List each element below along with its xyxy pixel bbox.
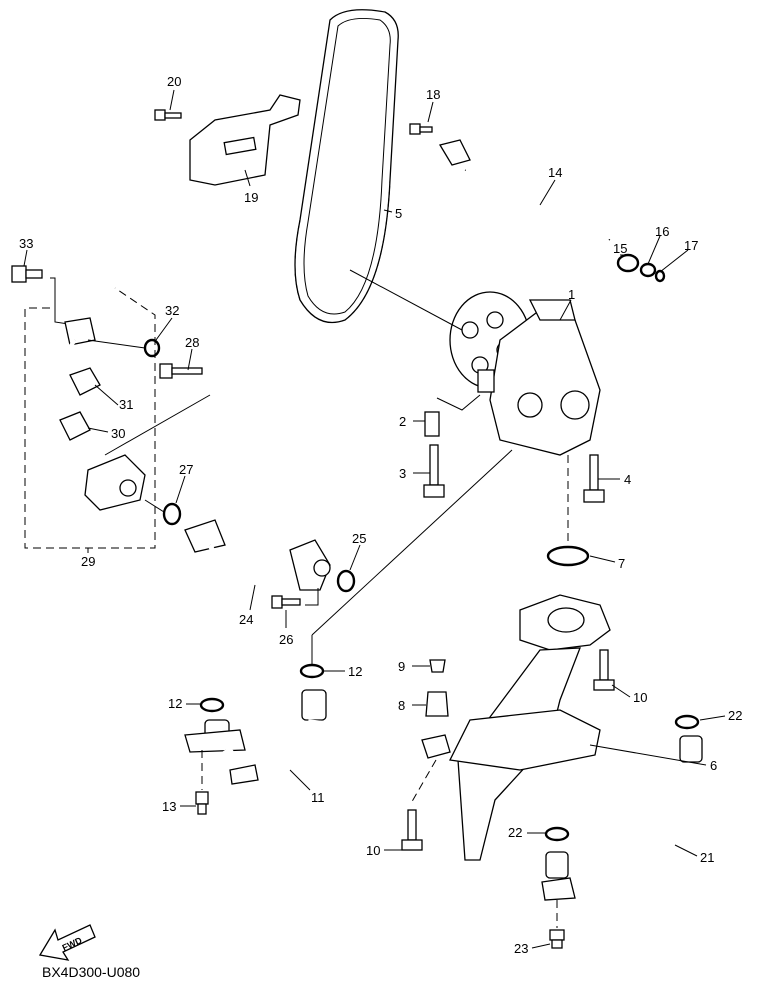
callout-33: 33 (19, 236, 33, 251)
bolt-13 (195, 791, 209, 815)
callout-18: 18 (426, 87, 440, 102)
dowel-pin (424, 411, 440, 437)
callout-6: 6 (710, 758, 717, 773)
damper-8 (425, 691, 449, 717)
callout-7: 7 (618, 556, 625, 571)
callout-27: 27 (179, 462, 193, 477)
oil-pipe-29 (53, 317, 146, 511)
o-ring-32 (143, 338, 161, 358)
clamp-30 (59, 411, 91, 441)
callout-10b: 10 (366, 843, 380, 858)
callout-22b: 22 (508, 825, 522, 840)
callouts: 1 2 3 4 5 6 7 8 9 10 10 11 12 12 13 14 1… (19, 74, 742, 956)
callout-11: 11 (311, 790, 325, 805)
bolt-10a (593, 649, 615, 691)
diagram-code: BX4D300-U080 (42, 964, 140, 980)
callout-5: 5 (395, 206, 402, 221)
callout-28: 28 (185, 335, 199, 350)
bolt-3 (423, 444, 445, 498)
callout-14: 14 (548, 165, 562, 180)
o-ring-17 (654, 269, 666, 283)
bolt-26 (271, 595, 301, 609)
callout-25: 25 (352, 531, 366, 546)
callout-12b: 12 (168, 696, 182, 711)
callout-12a: 12 (348, 664, 362, 679)
o-ring-15 (616, 253, 640, 273)
callout-26: 26 (279, 632, 293, 647)
o-ring-22a (674, 714, 700, 730)
grommet-9 (429, 659, 446, 673)
o-ring-22b (544, 826, 570, 842)
callout-16: 16 (655, 224, 669, 239)
oil-pipe-24 (184, 519, 331, 591)
callout-22a: 22 (728, 708, 742, 723)
oil-pipe-21 (541, 735, 703, 901)
leader-dowel (436, 394, 481, 411)
bolt-28 (159, 363, 203, 379)
clamp-31 (69, 367, 101, 396)
oil-pipe-11 (184, 689, 327, 789)
o-ring-12a (299, 663, 325, 679)
leader-chain-pump (349, 269, 463, 331)
callout-2: 2 (399, 414, 406, 429)
bracket (189, 94, 301, 186)
o-ring-27 (162, 502, 182, 526)
callout-10a: 10 (633, 690, 647, 705)
callout-15: 15 (613, 241, 627, 256)
group-29-outline (24, 287, 156, 549)
fwd-arrow-icon: FWD (38, 924, 96, 961)
callout-17: 17 (684, 238, 698, 253)
callout-30: 30 (111, 426, 125, 441)
callout-23: 23 (514, 941, 528, 956)
oil-strainer (421, 594, 611, 861)
callout-13: 13 (162, 799, 176, 814)
o-ring-25 (336, 569, 356, 593)
bolt-10b (401, 809, 423, 851)
callout-8: 8 (398, 698, 405, 713)
callout-20: 20 (167, 74, 181, 89)
callout-32: 32 (165, 303, 179, 318)
leader-lines (23, 89, 726, 949)
oil-rod (409, 123, 611, 241)
cam-chain (294, 9, 399, 324)
o-ring-12b (199, 697, 225, 713)
o-ring-16 (639, 262, 657, 278)
callout-4: 4 (624, 472, 631, 487)
callout-3: 3 (399, 466, 406, 481)
callout-19: 19 (244, 190, 258, 205)
callout-29: 29 (81, 554, 95, 569)
bolt-33 (11, 265, 43, 283)
callout-31: 31 (119, 397, 133, 412)
callout-24: 24 (239, 612, 253, 627)
o-ring-7 (546, 545, 590, 567)
bolt-20 (154, 109, 182, 121)
bolt-4 (583, 454, 605, 503)
bolt-23 (549, 929, 565, 949)
callout-9: 9 (398, 659, 405, 674)
callout-1: 1 (568, 287, 575, 302)
oil-pump (449, 291, 601, 456)
callout-21: 21 (700, 850, 714, 865)
